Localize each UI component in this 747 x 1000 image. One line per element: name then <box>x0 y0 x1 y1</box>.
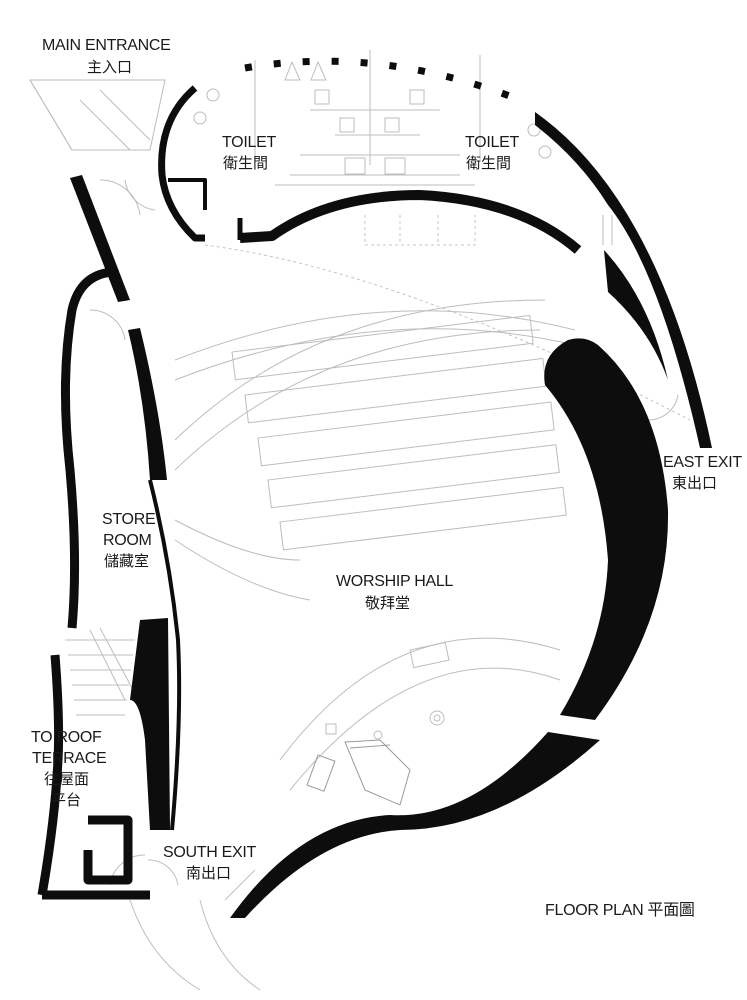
east-exit-label-zh: 東出口 <box>672 475 717 492</box>
south-exit-label-zh: 南出口 <box>186 865 231 882</box>
south-exit-label: SOUTH EXIT <box>163 844 257 861</box>
store-room-label-1: STORE <box>102 511 155 528</box>
roof-terrace-label-zh-1: 往屋面 <box>44 771 89 788</box>
east-exit-label: EAST EXIT <box>663 454 742 471</box>
store-room-label-2: ROOM <box>103 532 152 549</box>
main-entrance-label-zh: 主入口 <box>87 59 132 76</box>
worship-hall-label: WORSHIP HALL <box>336 573 453 590</box>
roof-terrace-label-zh-2: 平台 <box>51 792 81 809</box>
toilet-right-label-zh: 衛生間 <box>466 155 511 172</box>
roof-terrace-label-2: TERRACE <box>32 750 106 767</box>
toilet-left-label-zh: 衛生間 <box>223 155 268 172</box>
room-labels: MAIN ENTRANCE 主入口 TOILET 衛生間 TOILET 衛生間 … <box>31 37 743 919</box>
thin-linework <box>29 50 691 991</box>
toilet-right-label: TOILET <box>465 134 519 151</box>
floor-plan-title: FLOOR PLAN 平面圖 <box>545 902 695 919</box>
worship-hall-label-zh: 敬拜堂 <box>365 595 410 612</box>
toilet-left-label: TOILET <box>222 134 276 151</box>
main-entrance-label: MAIN ENTRANCE <box>42 37 171 54</box>
roof-terrace-label-1: TO ROOF <box>31 729 102 746</box>
store-room-label-zh: 儲藏室 <box>104 553 149 570</box>
walls <box>37 57 712 918</box>
